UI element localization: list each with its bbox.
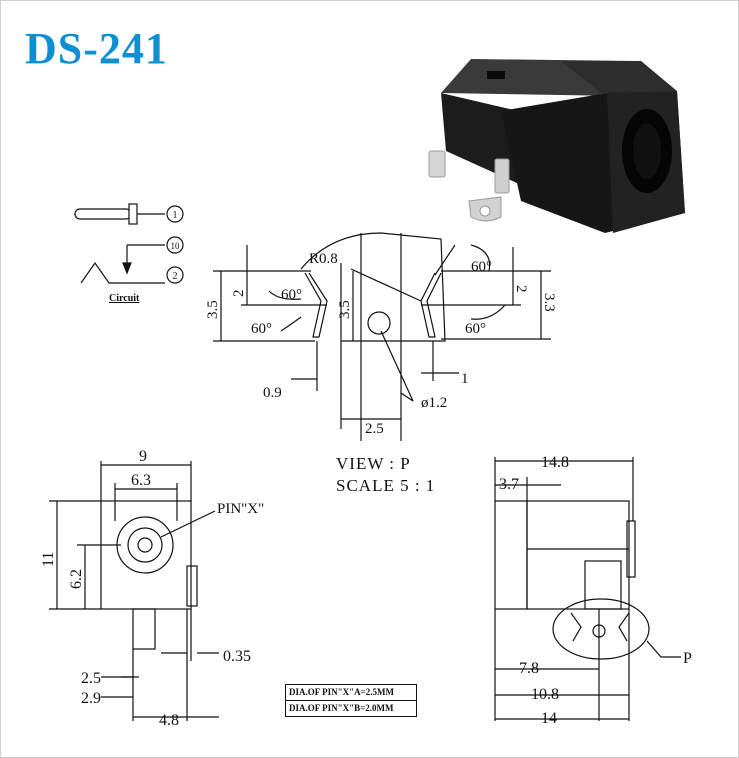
detail-p-label: P — [683, 650, 692, 667]
circuit-pin-2: 2 — [173, 271, 178, 282]
dim-center-width: 2.5 — [365, 421, 384, 437]
dim-front-inner-width: 6.3 — [131, 472, 151, 489]
dim-front-width: 9 — [139, 448, 147, 465]
angle-label-4: 60° — [465, 321, 486, 337]
table-row: DIA.OF PIN"X"B=2.0MM — [286, 700, 416, 716]
dim-side-length: 14.8 — [541, 454, 569, 471]
dim-left-inner: 2 — [231, 290, 247, 298]
dim-side-base: 14 — [541, 710, 557, 727]
angle-label-2: 60° — [251, 321, 272, 337]
dim-pin-a: 2.5 — [81, 670, 101, 687]
circuit-label: Circuit — [109, 293, 140, 304]
view-caption: VIEW : P SCALE 5 : 1 — [336, 453, 435, 497]
dim-center-height: 3.5 — [337, 300, 353, 319]
dim-right-width: 1 — [461, 371, 469, 387]
dim-right-inner: 2 — [513, 285, 529, 293]
dim-right-outer: 3.3 — [541, 293, 557, 312]
pin-diameter-table: DIA.OF PIN"X"A=2.5MM DIA.OF PIN"X"B=2.0M… — [285, 684, 417, 717]
dim-pin-b: 2.9 — [81, 690, 101, 707]
dim-thickness: 0.35 — [223, 648, 251, 665]
dim-front-height: 11 — [40, 552, 57, 567]
dim-side-pin1: 7.8 — [519, 660, 539, 677]
view-line: VIEW : P — [336, 454, 411, 473]
scale-line: SCALE 5 : 1 — [336, 476, 436, 495]
product-render — [428, 59, 685, 233]
dim-side-front: 3.7 — [499, 476, 519, 493]
angle-label-1: 60° — [281, 287, 302, 303]
dim-side-pin2: 10.8 — [531, 686, 559, 703]
table-row: DIA.OF PIN"X"A=2.5MM — [289, 687, 395, 697]
radius-label: R0.8 — [309, 251, 338, 267]
pin-x-label: PIN"X" — [217, 501, 264, 517]
dim-hole: ø1.2 — [421, 395, 447, 411]
dim-front-center-height: 6.2 — [68, 569, 85, 589]
dim-left-outer: 3.5 — [205, 300, 221, 319]
part-number-title: DS-241 — [25, 24, 168, 73]
dim-pin-span: 4.8 — [159, 712, 179, 729]
angle-label-3: 60° — [471, 259, 492, 275]
circuit-pin-1: 1 — [173, 210, 178, 221]
circuit-pin-10: 10 — [171, 241, 181, 251]
dim-left-width: 0.9 — [263, 385, 282, 401]
